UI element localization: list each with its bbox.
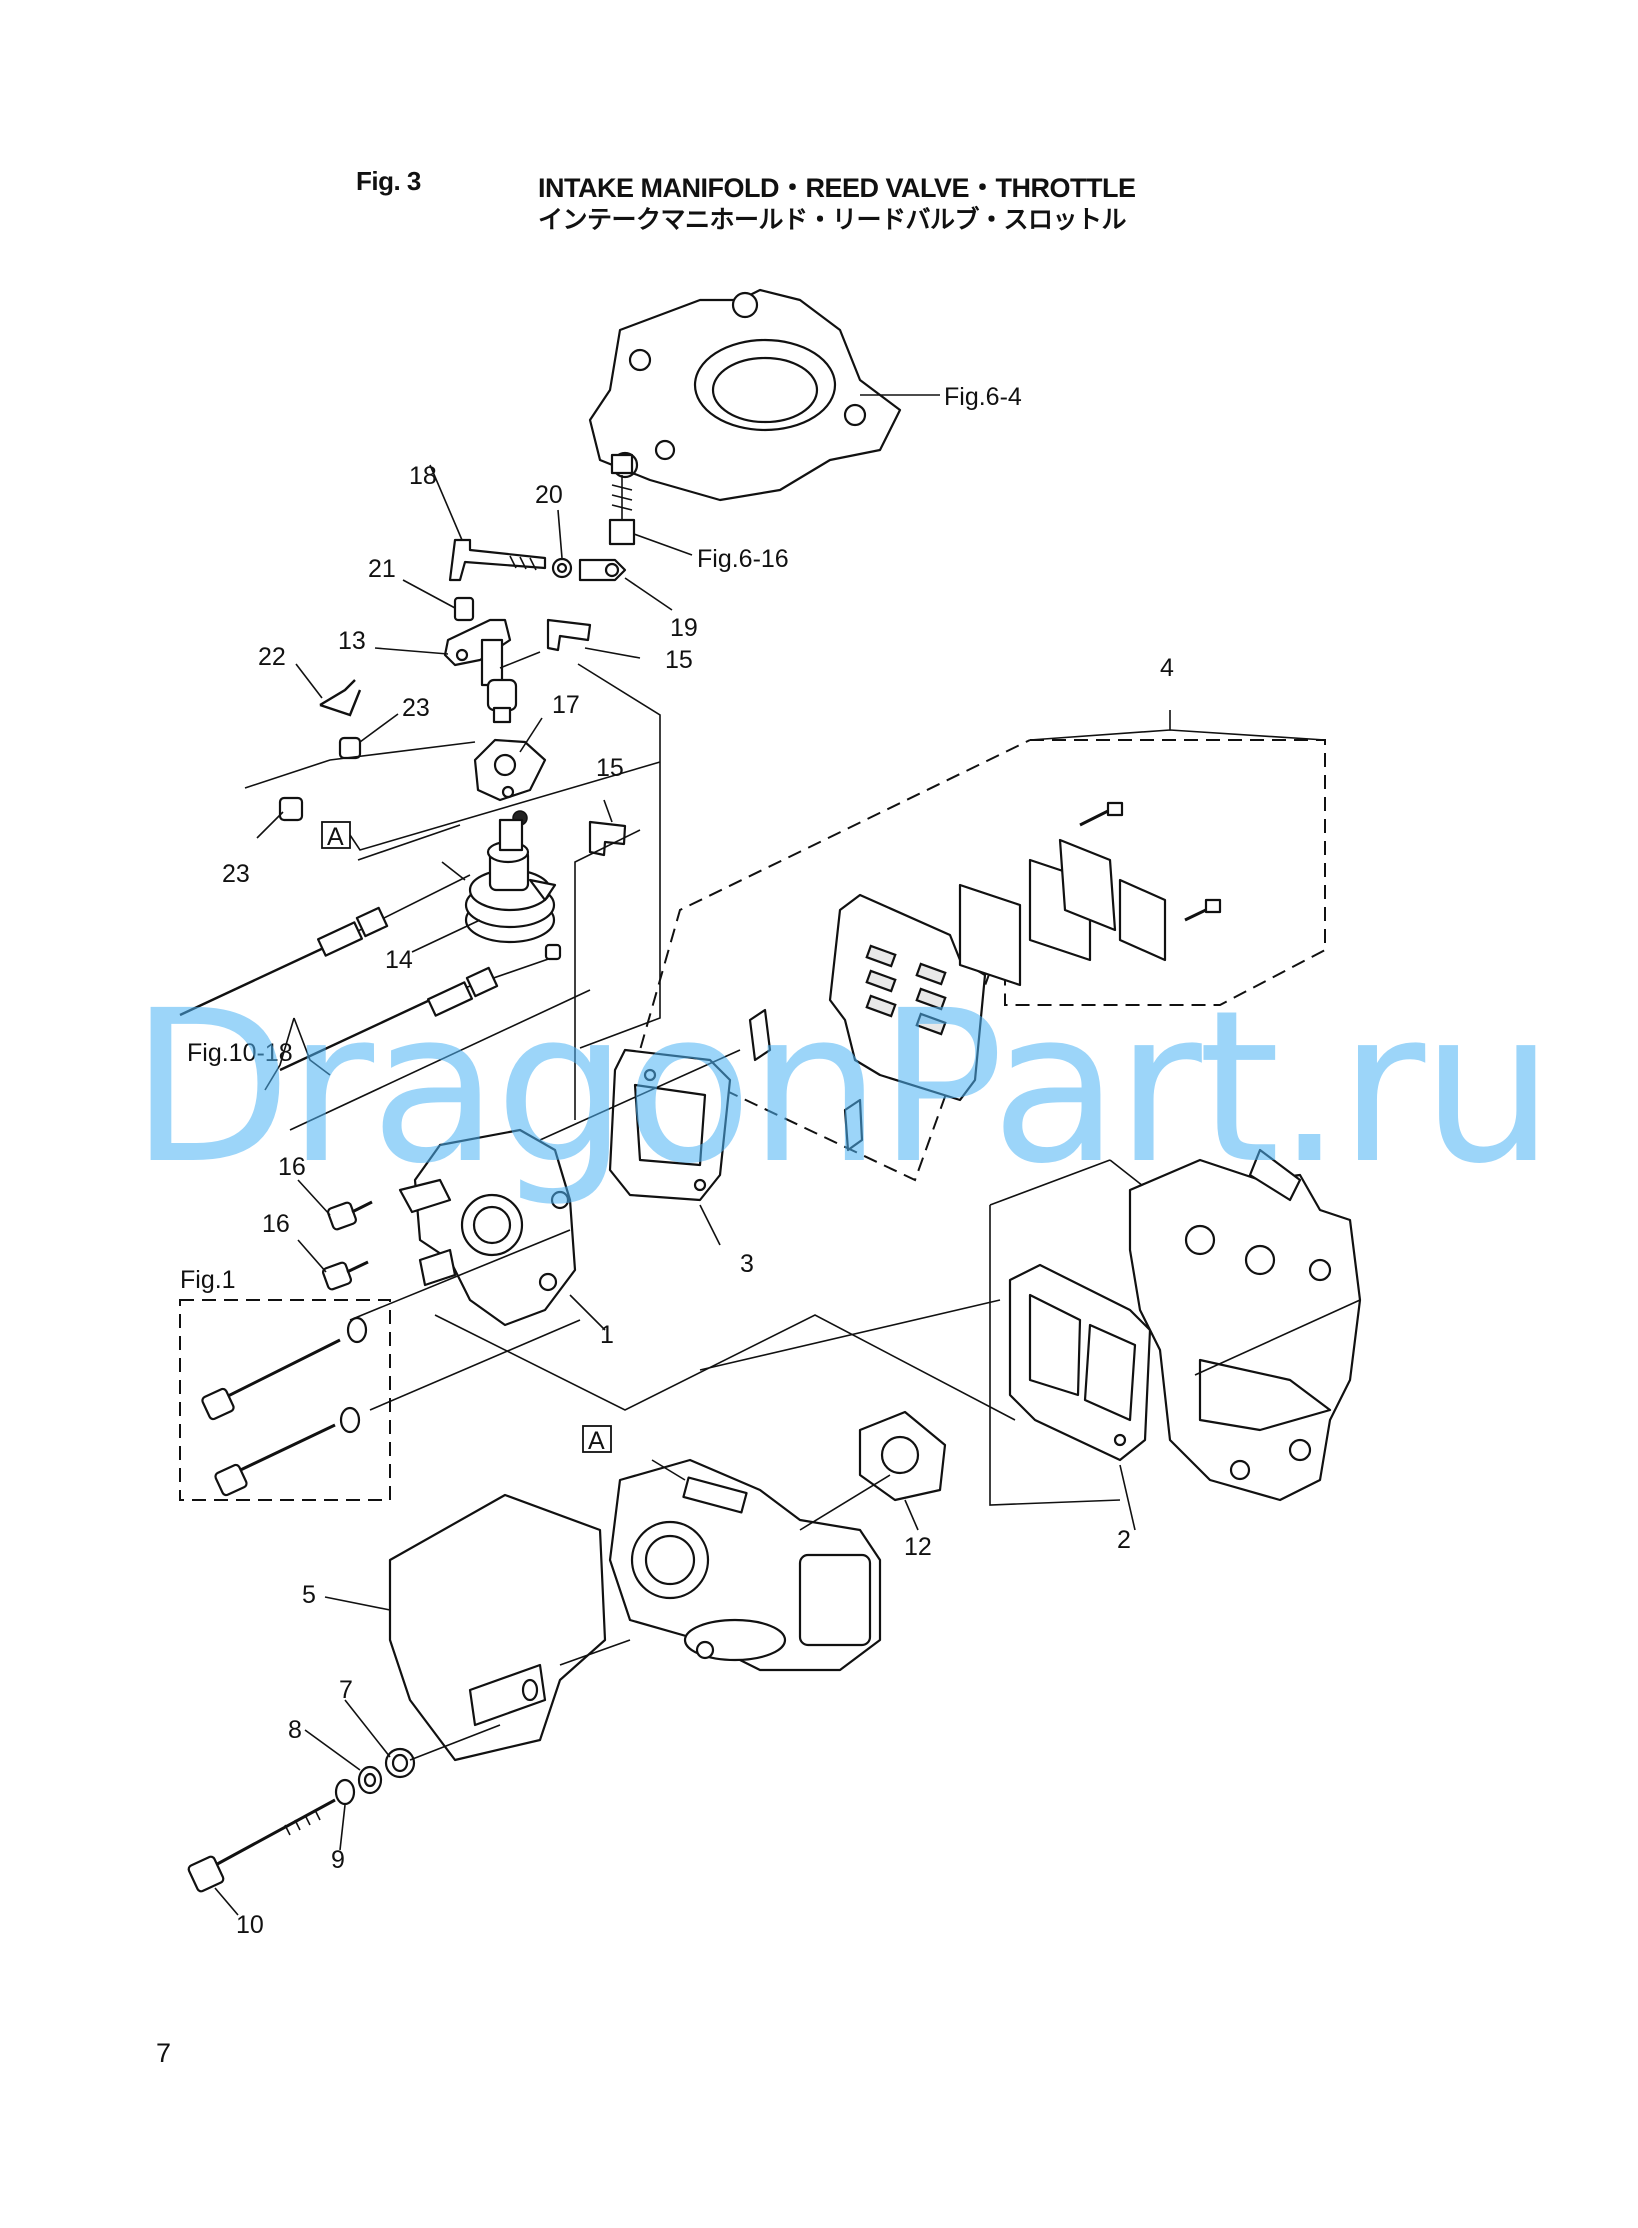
callout-4: 4 xyxy=(1160,654,1174,682)
reed-valve-plate-part xyxy=(828,893,987,1102)
carb-gasket-part xyxy=(858,1410,947,1502)
reed-gasket-part xyxy=(1008,1263,1152,1462)
fig1-bolts-part xyxy=(201,1316,368,1497)
page-number: 7 xyxy=(156,2038,172,2068)
reed-screws-part xyxy=(1079,801,1222,922)
wire-clip-part xyxy=(278,679,362,822)
watermark: DragonPart.ru xyxy=(130,965,1550,1210)
collar-washer-bolt-part xyxy=(187,1747,416,1893)
title-japanese: インテークマニホールド・リードバルブ・スロットル xyxy=(538,206,1127,234)
figure-number: Fig. 3 xyxy=(356,166,421,196)
ref-fig-1: Fig.1 xyxy=(180,1266,236,1294)
title-english: INTAKE MANIFOLD・REED VALVE・THROTTLE xyxy=(538,173,1136,203)
ref-fig-10-18: Fig.10-18 xyxy=(187,1039,293,1067)
stud-screw-part xyxy=(608,453,636,546)
callout-15-lower: 15 xyxy=(596,754,624,782)
callout-15-top: 15 xyxy=(665,646,693,674)
intake-manifold-part xyxy=(398,1128,577,1327)
svg-text:A: A xyxy=(327,823,344,851)
crankcase-flange-part xyxy=(588,288,902,502)
callout-5: 5 xyxy=(302,1581,316,1609)
silencer-cover-part xyxy=(388,1493,607,1762)
ref-fig-6-4: Fig.6-4 xyxy=(944,383,1022,411)
callout-16-upper: 16 xyxy=(278,1153,306,1181)
callout-22: 22 xyxy=(258,643,286,671)
callout-16-lower: 16 xyxy=(262,1210,290,1238)
callout-23-upper: 23 xyxy=(402,694,430,722)
cam-part xyxy=(473,738,547,802)
throttle-cables-part xyxy=(179,861,591,1131)
callout-8: 8 xyxy=(288,1716,302,1744)
callout-20: 20 xyxy=(535,481,563,509)
callout-1: 1 xyxy=(600,1321,614,1349)
crankcase-block-part xyxy=(1128,1148,1362,1502)
throttle-pulley-part xyxy=(464,810,557,944)
callout-19: 19 xyxy=(670,614,698,642)
marker-a-top: A xyxy=(321,821,351,851)
clip-lower-part xyxy=(588,820,627,857)
gasket-part xyxy=(608,1048,732,1202)
link-rod-part xyxy=(448,538,627,622)
carburetor-part xyxy=(608,1458,882,1672)
callout-17: 17 xyxy=(552,691,580,719)
callout-12: 12 xyxy=(904,1533,932,1561)
callout-13: 13 xyxy=(338,627,366,655)
callout-7: 7 xyxy=(339,1676,353,1704)
throttle-lever-part xyxy=(443,618,518,724)
callout-10: 10 xyxy=(236,1911,264,1939)
callout-18: 18 xyxy=(409,462,437,490)
callout-14: 14 xyxy=(385,946,413,974)
svg-text:A: A xyxy=(588,1427,605,1455)
callout-23-lower: 23 xyxy=(222,860,250,888)
clip-part xyxy=(546,618,592,652)
marker-a-bottom: A xyxy=(582,1425,612,1455)
callout-3: 3 xyxy=(740,1250,754,1278)
callout-2: 2 xyxy=(1117,1526,1131,1554)
manifold-bolts-part xyxy=(321,1200,373,1291)
callout-9: 9 xyxy=(331,1846,345,1874)
callout-21: 21 xyxy=(368,555,396,583)
ref-fig-6-16: Fig.6-16 xyxy=(697,545,789,573)
reed-stoppers-part xyxy=(748,838,1167,1152)
